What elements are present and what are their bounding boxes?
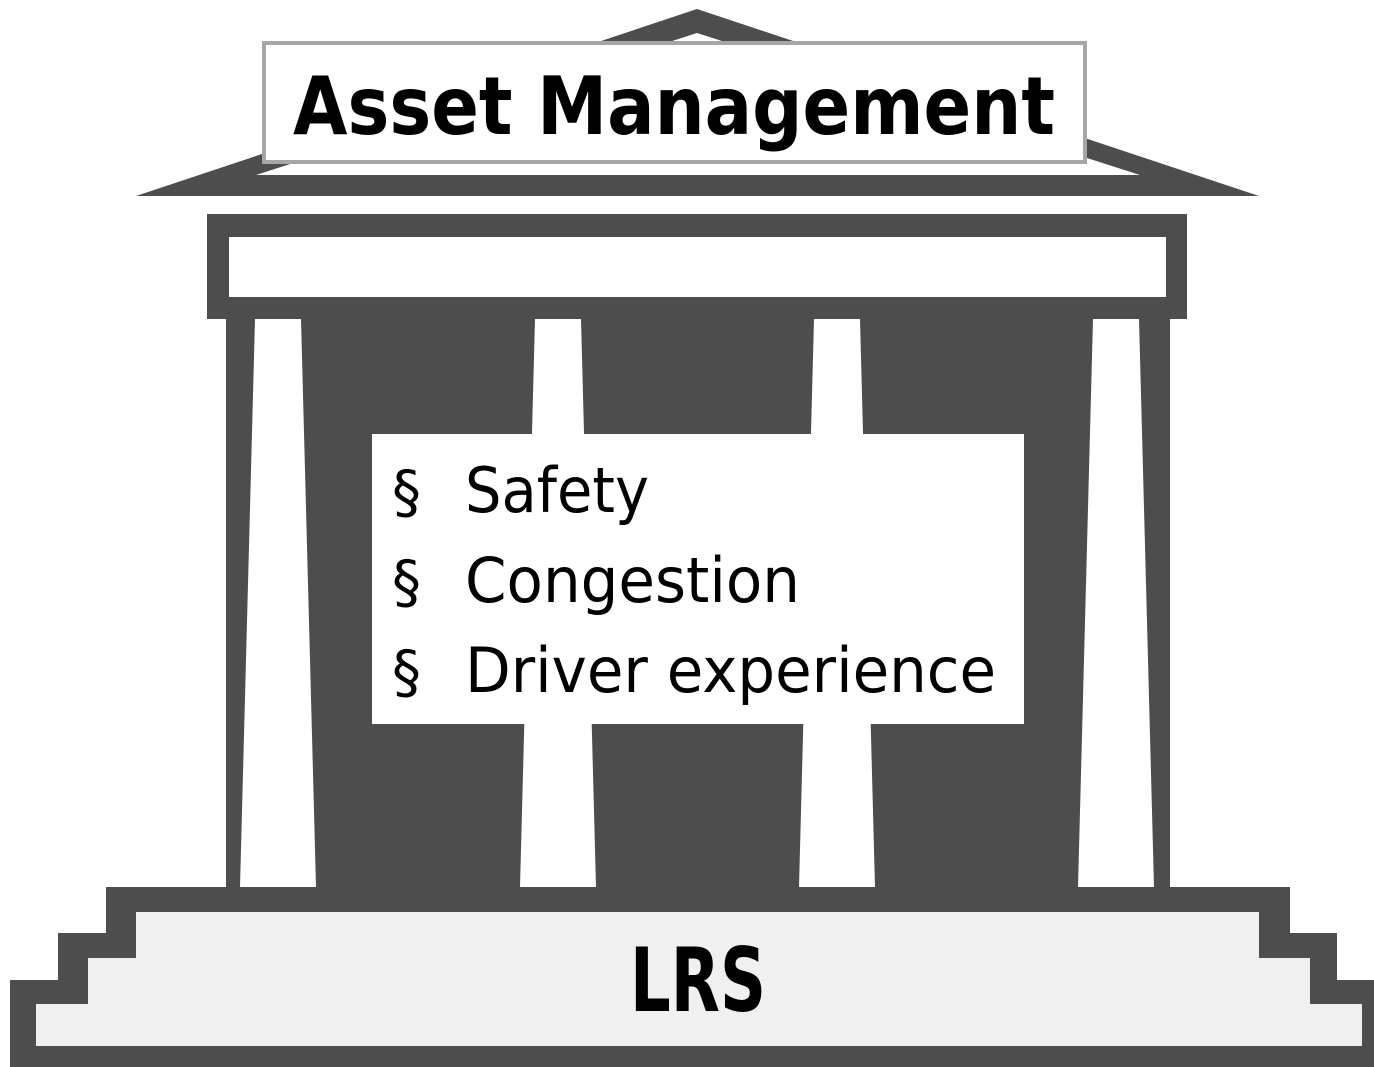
pillar-1	[240, 319, 316, 887]
item-bullet: §	[392, 548, 421, 616]
roof-label-frame	[262, 41, 1087, 164]
base-label: LRS	[630, 929, 766, 1032]
base: LRS	[10, 887, 1374, 1067]
item-bullet: §	[392, 458, 421, 526]
item-bullet: §	[392, 638, 421, 706]
entablature	[207, 214, 1187, 319]
item-congestion: Congestion	[465, 544, 800, 617]
content-box: § Safety § Congestion § Driver experienc…	[372, 434, 1024, 724]
pillar-4	[1078, 319, 1154, 887]
item-safety: Safety	[465, 454, 649, 527]
content-box-bg	[372, 434, 1024, 724]
roof-label-box: Asset Management	[262, 41, 1087, 164]
item-driver-experience: Driver experience	[465, 634, 996, 707]
entablature-inner	[229, 237, 1166, 297]
roof-label: Asset Management	[293, 60, 1055, 153]
base-inner	[36, 912, 1362, 1046]
